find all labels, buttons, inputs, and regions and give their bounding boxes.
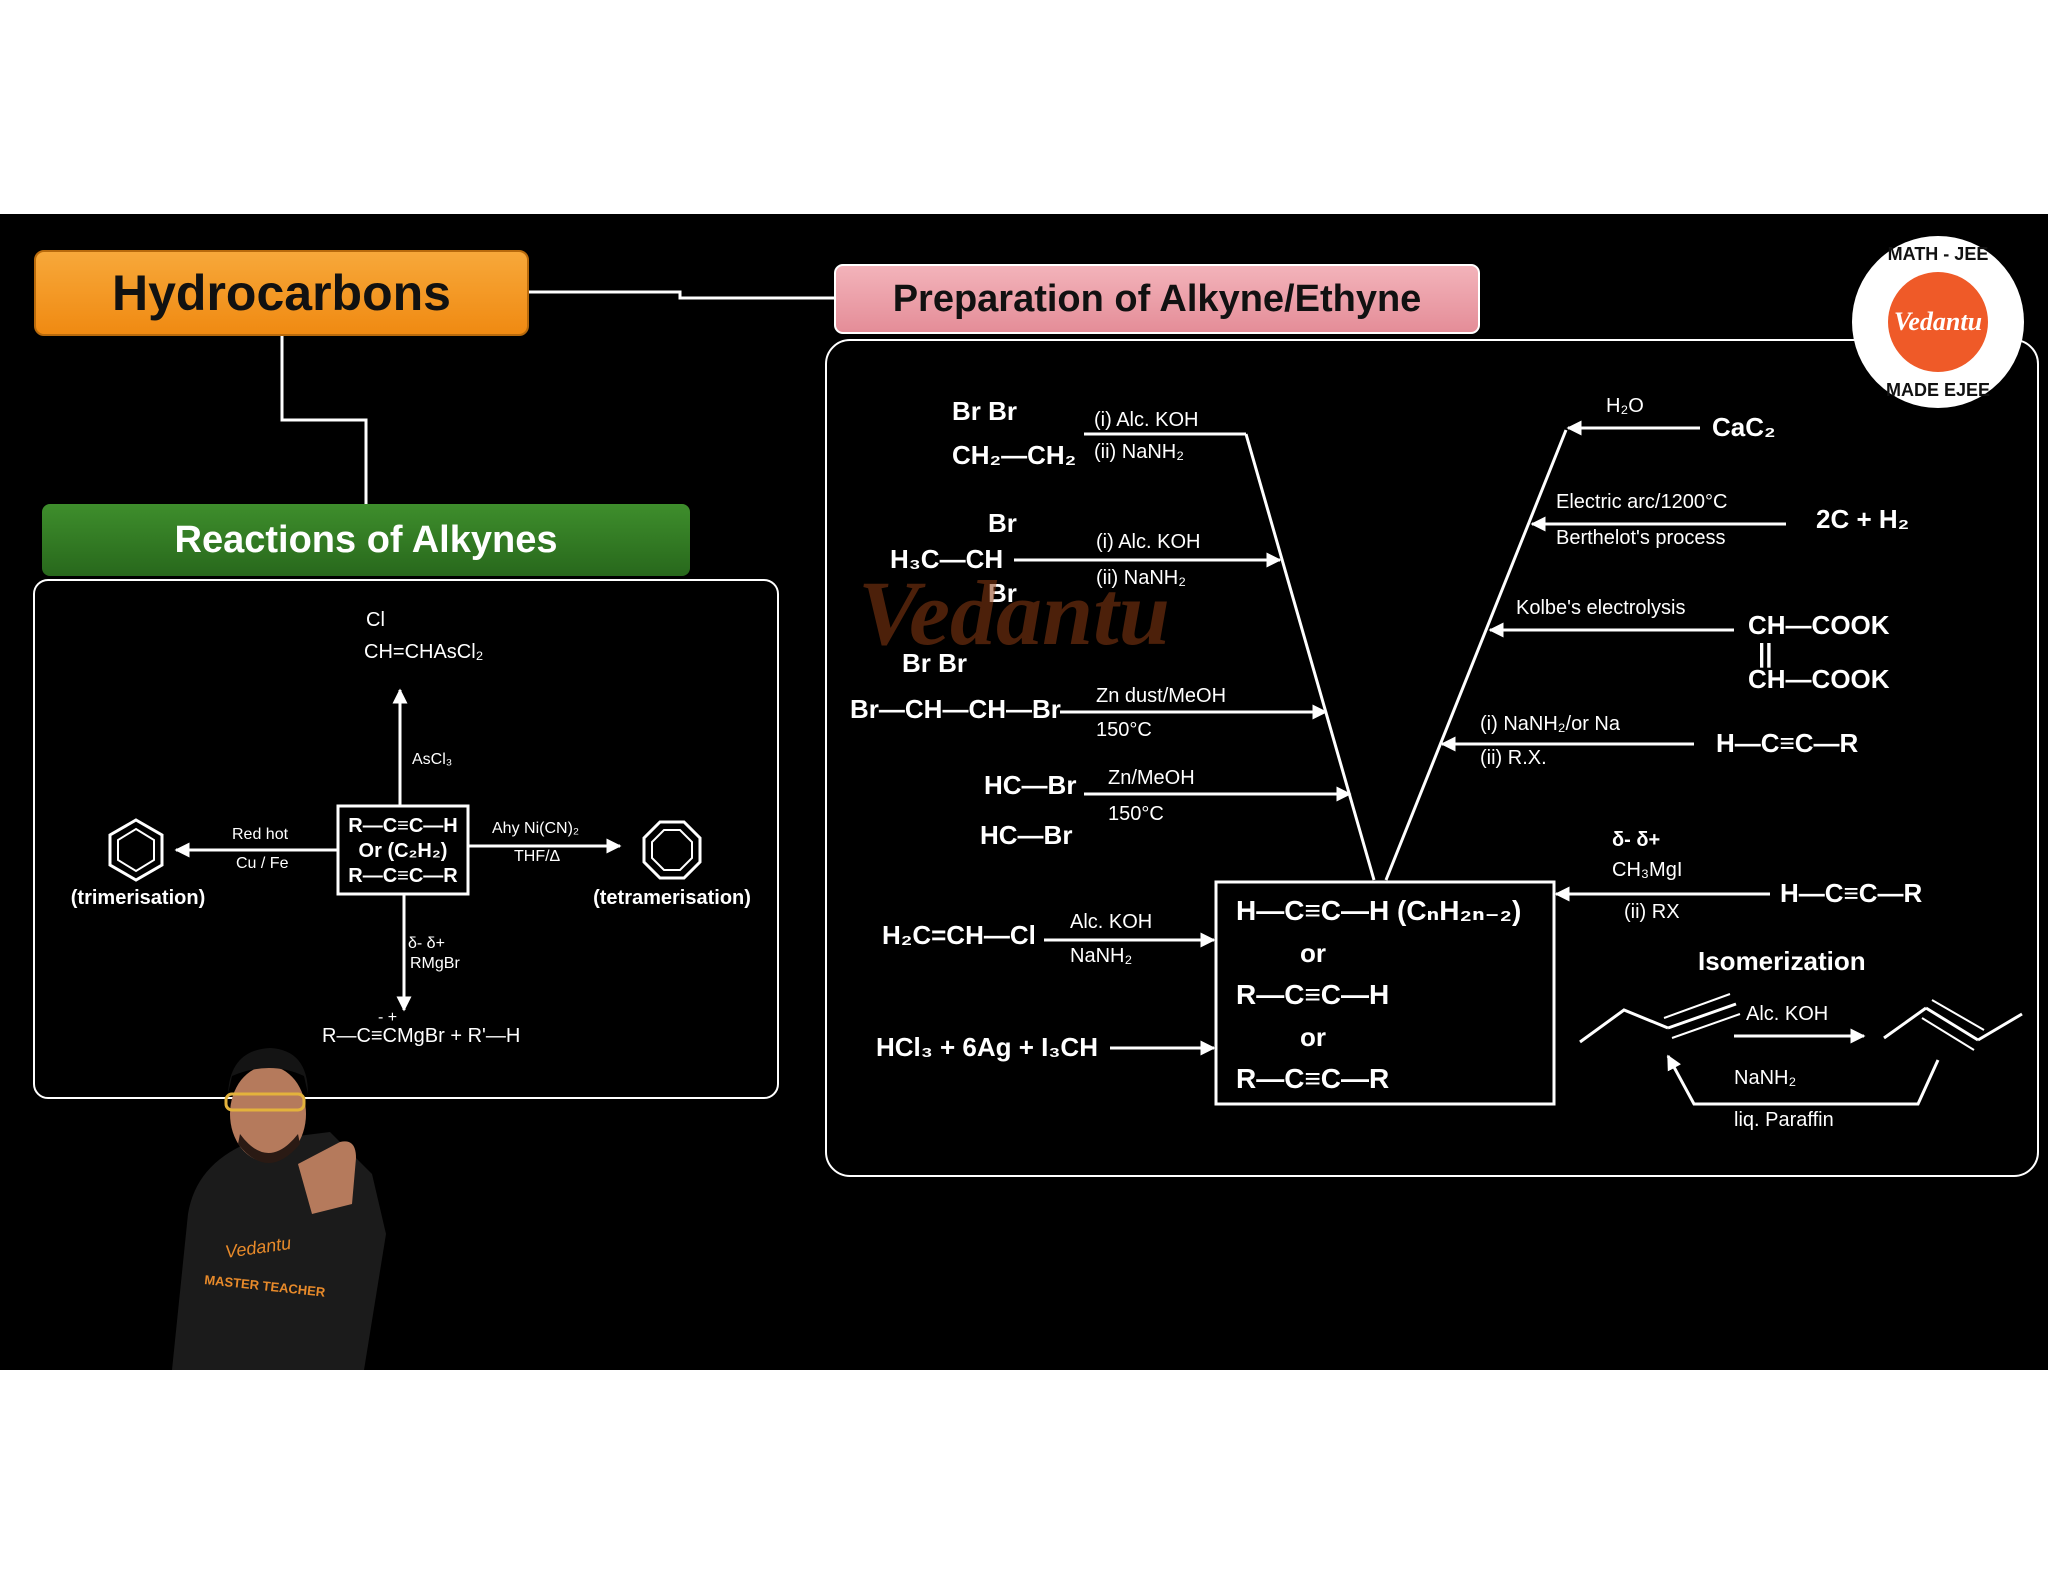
right3-reactant-2: CH—COOK <box>1748 664 1890 694</box>
left5-reactant: H₂C=CH—Cl <box>882 920 1036 950</box>
top-reagent: AsCl₃ <box>412 751 452 768</box>
right3-reagent: Kolbe's electrolysis <box>1516 597 1685 619</box>
left4-reagent-2: 150°C <box>1108 803 1164 825</box>
hydrocarbons-title: Hydrocarbons <box>34 250 529 336</box>
benzene-icon <box>108 818 164 882</box>
product-line-3: R—C≡C—H <box>1236 979 1389 1010</box>
preparation-panel <box>825 339 2039 1177</box>
trimerisation-label: (trimerisation) <box>71 887 205 909</box>
right-reagent-2: THF/Δ <box>514 848 561 865</box>
center-line-3: R—C≡C—R <box>348 865 458 887</box>
product-line-2: or <box>1300 938 1326 968</box>
product-box <box>1214 880 1556 1106</box>
left1-reagent-2: (ii) NaNH₂ <box>1094 441 1184 463</box>
diagram-canvas: R—C≡C—H Or (C₂H₂) R—C≡C—R Cl CH=CHAsCl₂ … <box>33 236 2039 1370</box>
left6-reactant: HCl₃ + 6Ag + I₃CH <box>876 1032 1098 1062</box>
top-product: CH=CHAsCl₂ <box>364 641 483 663</box>
pent-2-yne-structure <box>1579 993 1741 1044</box>
connector-title-reactions <box>280 336 368 504</box>
funnel-right-line <box>1384 429 1568 881</box>
left1-reactant: CH₂—CH₂ <box>952 440 1076 470</box>
right2-reagent-1: Electric arc/1200°C <box>1556 491 1727 513</box>
vedantu-logo: Vedantu MATH - JEE MADE EJEE <box>1852 236 2024 408</box>
presenter-figure: Vedantu MASTER TEACHER <box>172 1048 386 1370</box>
right4-reactant: H—C≡C—R <box>1716 728 1859 758</box>
preparation-header: Preparation of Alkyne/Ethyne <box>834 264 1480 334</box>
logo-center-text: Vedantu <box>1894 307 1982 336</box>
product-line-4: or <box>1300 1022 1326 1052</box>
reactions-panel <box>33 579 779 1099</box>
left3-reagent-1: Zn dust/MeOH <box>1096 685 1226 707</box>
product-line-1: H—C≡C—H (CₙH₂ₙ₋₂) <box>1236 895 1521 926</box>
left2-reactant: H₃C—CH <box>890 544 1003 574</box>
logo-top-text: MATH - JEE <box>1888 244 1989 264</box>
right1-reagent: H₂O <box>1606 395 1644 417</box>
right2-reagent-2: Berthelot's process <box>1556 527 1725 549</box>
isomerization-reverse-reagent-1: NaNH₂ <box>1734 1067 1796 1089</box>
isomerization-title: Isomerization <box>1698 946 1866 976</box>
bottom-product: R—C≡CMgBr + R'—H <box>322 1025 520 1047</box>
center-line-1: R—C≡C—H <box>348 815 457 837</box>
right-reagent-1: Ahy Ni(CN)₂ <box>492 820 579 837</box>
left4-reactant-2: HC—Br <box>980 820 1072 850</box>
left-reagent-2: Cu / Fe <box>236 855 289 872</box>
product-line-5: R—C≡C—R <box>1236 1063 1389 1094</box>
right5-charges: δ- δ+ <box>1612 829 1660 851</box>
left-reagent-1: Red hot <box>232 826 289 843</box>
isomerization-forward-reagent: Alc. KOH <box>1746 1003 1828 1025</box>
watermark-text: Vedantu <box>858 562 1170 664</box>
isomerization-reverse-arrow <box>1666 1054 1940 1106</box>
funnel-left-line <box>1244 433 1376 881</box>
left2-reactant-br1: Br <box>988 508 1017 538</box>
left1-reagent-1: (i) Alc. KOH <box>1094 409 1198 431</box>
bottom-reagent-2: RMgBr <box>410 955 460 972</box>
right1-reactant: CaC₂ <box>1712 412 1776 442</box>
left4-reactant-1: HC—Br <box>984 770 1076 800</box>
logo-bottom-text: MADE EJEE <box>1886 380 1990 400</box>
but-1-yne-structure <box>1883 999 2023 1051</box>
reactions-header: Reactions of Alkynes <box>42 504 690 576</box>
right4-reagent-2: (ii) R.X. <box>1480 747 1547 769</box>
left1-reactant-br: Br Br <box>952 396 1017 426</box>
right5-reagent-1: CH₃MgI <box>1612 859 1682 881</box>
right3-double-bond: || <box>1758 638 1773 668</box>
left2-reactant-br2: Br <box>988 578 1017 608</box>
right2-reactant: 2C + H₂ <box>1816 504 1909 534</box>
left3-reactant: Br—CH—CH—Br <box>850 694 1061 724</box>
connector-title-prep <box>529 290 834 300</box>
left2-reagent-1: (i) Alc. KOH <box>1096 531 1200 553</box>
left3-reactant-br: Br Br <box>902 648 967 678</box>
bottom-product-charges: - + <box>378 1009 397 1026</box>
left5-reagent-2: NaNH₂ <box>1070 945 1132 967</box>
right3-reactant-1: CH—COOK <box>1748 610 1890 640</box>
right4-reagent-1: (i) NaNH₂/or Na <box>1480 713 1621 735</box>
isomerization-reverse-reagent-2: liq. Paraffin <box>1734 1109 1834 1131</box>
bottom-reagent-1: δ- δ+ <box>408 935 445 952</box>
center-line-2: Or (C₂H₂) <box>359 840 448 862</box>
right5-reagent-2: (ii) RX <box>1624 901 1680 923</box>
right5-reactant: H—C≡C—R <box>1780 878 1923 908</box>
top-product-cl: Cl <box>366 609 385 631</box>
left4-reagent-1: Zn/MeOH <box>1108 767 1195 789</box>
slide: R—C≡C—H Or (C₂H₂) R—C≡C—R Cl CH=CHAsCl₂ … <box>0 214 2048 1370</box>
left2-reagent-2: (ii) NaNH₂ <box>1096 567 1186 589</box>
tetramerisation-label: (tetramerisation) <box>593 887 751 909</box>
left3-reagent-2: 150°C <box>1096 719 1152 741</box>
left5-reagent-1: Alc. KOH <box>1070 911 1152 933</box>
cyclooctatetraene-icon <box>642 820 702 880</box>
